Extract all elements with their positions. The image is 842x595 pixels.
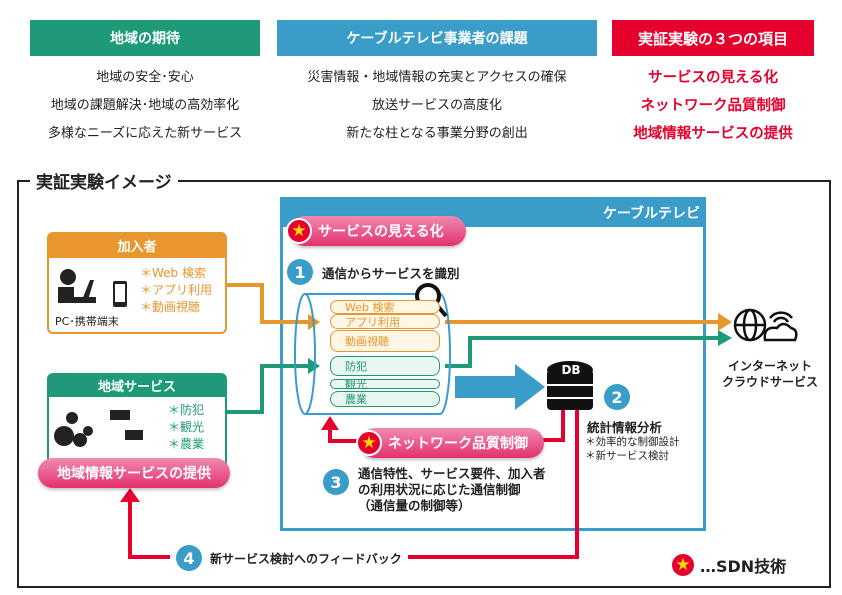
network-quality-label: ネットワーク品質制御: [388, 436, 528, 452]
bar-app: アプリ利用: [330, 314, 440, 329]
fruit-camera-tractor-icon: [54, 410, 148, 450]
regional-info-pill: 地域情報サービスの提供: [38, 458, 230, 488]
list-item: 放送サービスの高度化: [371, 98, 502, 113]
list-item: 地域情報サービスの提供: [633, 126, 793, 142]
list-item: 災害情報・地域情報の充実とアクセスの確保: [307, 70, 567, 85]
network-quality-pill: ★ ネットワーク品質制御: [356, 428, 544, 458]
list-item: ＊Web 検索: [140, 266, 206, 280]
step-1-text: 通信からサービスを識別: [322, 266, 460, 281]
arrow-head: [718, 330, 732, 346]
bar-agri: 農業: [330, 391, 440, 407]
expectations-list: 地域の安全･安心 地域の課題解決･地域の高効率化 多様なニーズに応えた新サービス: [30, 64, 260, 148]
step-1-badge: 1: [287, 259, 313, 285]
step-3-badge: 3: [323, 469, 349, 495]
database-icon: [547, 361, 593, 410]
header-three-items: 実証実験の３つの項目: [612, 20, 814, 56]
globe-cloud-icon: [733, 308, 798, 342]
pipe-cylinder: [294, 293, 451, 415]
bar-crime: 防犯: [330, 356, 440, 376]
header-issues: ケーブルテレビ事業者の課題: [277, 20, 597, 56]
list-item: 多様なニーズに応えた新サービス: [47, 126, 243, 141]
subscriber-line: [226, 283, 308, 324]
step-2-title: 統計情報分析: [587, 420, 663, 435]
arrow-head: [718, 313, 732, 331]
three-items-list: サービスの見える化 ネットワーク品質制御 地域情報サービスの提供: [612, 64, 814, 148]
big-arrow: [455, 364, 545, 410]
db-label: DB: [561, 363, 581, 377]
cabletv-label: ケーブルテレビ: [602, 206, 700, 222]
step-2-items: ＊効率的な制御設計 ＊新サービス検討: [585, 435, 680, 463]
regional-items: ＊防犯 ＊観光 ＊農業: [168, 402, 204, 453]
bar-web: Web 検索: [330, 300, 440, 314]
subscriber-title: 加入者: [117, 240, 157, 255]
arrow-head: [120, 488, 140, 502]
list-item: ＊効率的な制御設計: [585, 436, 680, 448]
device-label: PC･携帯端末: [55, 315, 119, 328]
legend-label: …SDN技術: [700, 557, 787, 576]
person-pc-icon: [58, 269, 127, 307]
star-icon: ★: [670, 552, 696, 578]
regional-title: 地域サービス: [97, 380, 176, 395]
internet-label: インターネット クラウドサービス: [720, 358, 820, 390]
bar-video: 動画視聴: [330, 330, 440, 352]
star-icon: ★: [356, 430, 382, 456]
step-4: 4 新サービス検討へのフィードバック: [170, 545, 408, 571]
visualize-pill: ★ サービスの見える化: [286, 216, 466, 246]
diagram-title: 実証実験イメージ: [30, 168, 178, 193]
control-line: [540, 410, 565, 442]
list-item: ＊新サービス検討: [585, 450, 669, 462]
list-item: 新たな柱となる事業分野の創出: [346, 126, 528, 141]
regional-line: [226, 364, 308, 414]
list-item: サービスの見える化: [647, 70, 779, 86]
list-item: 地域の課題解決･地域の高効率化: [50, 98, 240, 113]
regional-out-line: [445, 336, 720, 368]
control-back-line: [328, 428, 358, 443]
bar-tourism: 観光: [330, 378, 440, 391]
legend: ★ …SDN技術: [670, 552, 786, 578]
text-line: インターネット: [727, 359, 812, 373]
text-line: の利用状況に応じた通信制御: [358, 482, 521, 497]
text-line: 通信特性、サービス要件、加入者: [358, 466, 546, 481]
step-3-text: 通信特性、サービス要件、加入者 の利用状況に応じた通信制御 （通信量の制御等）: [358, 466, 546, 514]
list-item: ＊防犯: [168, 403, 205, 417]
text-line: （通信量の制御等）: [358, 498, 471, 513]
step-2-badge: 2: [604, 384, 630, 410]
step-4-badge: 4: [176, 545, 202, 571]
list-item: 地域の安全･安心: [96, 70, 194, 85]
subscriber-items: ＊Web 検索 ＊アプリ利用 ＊動画視聴: [140, 265, 212, 316]
step-4-text: 新サービス検討へのフィードバック: [210, 551, 402, 566]
arrow-head: [321, 416, 339, 430]
header-expectations: 地域の期待: [30, 20, 260, 56]
list-item: ＊アプリ利用: [140, 283, 213, 297]
text-line: クラウドサービス: [721, 375, 818, 389]
star-icon: ★: [286, 218, 312, 244]
list-item: ＊動画視聴: [140, 300, 201, 314]
visualize-label: サービスの見える化: [318, 224, 444, 240]
list-item: ＊農業: [168, 437, 205, 451]
subscriber-box: [47, 232, 227, 334]
list-item: ネットワーク品質制御: [640, 98, 786, 114]
issues-list: 災害情報・地域情報の充実とアクセスの確保 放送サービスの高度化 新たな柱となる事…: [277, 64, 597, 148]
diagram-frame: [17, 180, 831, 588]
list-item: ＊観光: [168, 420, 205, 434]
